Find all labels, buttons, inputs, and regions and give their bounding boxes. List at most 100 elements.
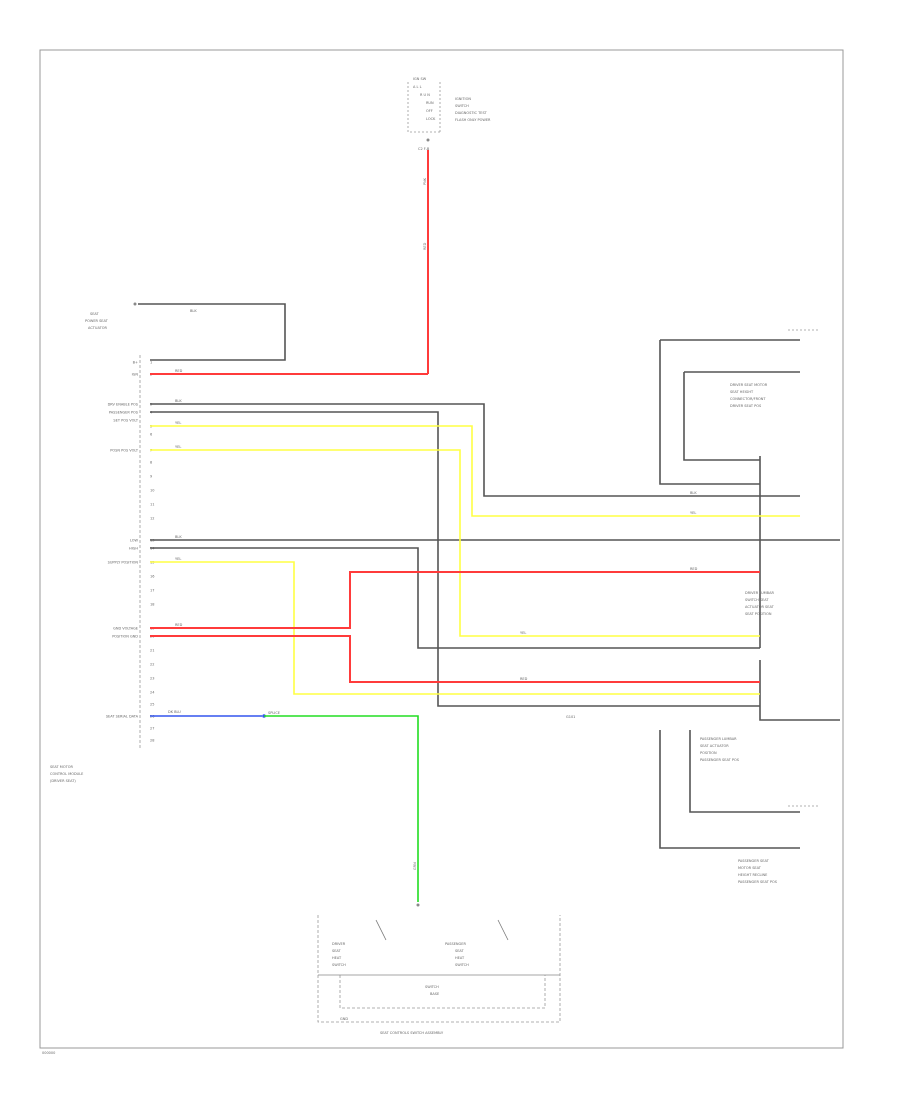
tag-yel-3: YEL xyxy=(175,557,181,561)
module-pin-25: 25 xyxy=(150,703,154,707)
pass-lumbar-2: POSITION xyxy=(700,751,717,755)
fuse-line-0: SEAT xyxy=(90,312,100,316)
drv-recline-1: SEAT HEIGHT xyxy=(730,390,754,394)
bsw-center-1: BASE xyxy=(430,992,439,996)
ign-right-0: IGNITION xyxy=(455,97,471,101)
fuse-line-1: POWER SEAT xyxy=(85,319,109,323)
ign-line-2: R U N xyxy=(420,93,430,97)
drv-lumbar-3: SEAT POSITION xyxy=(745,612,772,616)
wire-green xyxy=(264,715,419,902)
driver-recline-component: DRIVER SEAT MOTOR SEAT HEIGHT CONNECTOR/… xyxy=(730,329,818,408)
splice-tag: SPLICE xyxy=(268,711,280,715)
wire-black-group xyxy=(150,339,840,849)
ign-line-1: A L L xyxy=(413,85,422,89)
module-title-0: SEAT MOTOR xyxy=(50,765,73,769)
module-pin-23: 23 xyxy=(150,677,154,681)
module-label-9: GND VOLTAGE xyxy=(113,627,138,631)
pass-lumbar-1: SEAT ACTUATOR xyxy=(700,744,729,748)
module-title-1: CONTROL MODULE xyxy=(50,772,83,776)
module-pin-8: 8 xyxy=(150,461,152,465)
module-pin-17: 17 xyxy=(150,589,154,593)
bsw-left-2: HEAT xyxy=(332,956,342,960)
module-pin-21: 21 xyxy=(150,649,154,653)
diagram-frame xyxy=(39,49,844,1049)
pass-recline-1: MOTOR SEAT xyxy=(738,866,762,870)
bsw-center-0: SWITCH xyxy=(425,985,439,989)
bsw-right-2: HEAT xyxy=(455,956,465,960)
module-label-0: B+ xyxy=(133,361,138,365)
bsw-ground: GND xyxy=(340,1017,348,1021)
fuse-line-2: ACTUATOR xyxy=(88,326,107,330)
ign-right-1: SWITCH xyxy=(455,104,469,108)
tag-gnd: G101 xyxy=(566,715,575,719)
drv-recline-2: CONNECTOR/FRONT xyxy=(730,397,766,401)
module-label-3: PASSENGER POS xyxy=(109,411,139,415)
module-label-10: POSITION GND xyxy=(112,635,138,639)
tag-blk-1: BLK xyxy=(175,399,182,403)
bsw-left-0: DRIVER xyxy=(332,942,346,946)
pass-lumbar-0: PASSENGER LUMBAR xyxy=(700,737,737,741)
tag-blk-3: BLK xyxy=(690,491,697,495)
module-pin-16: 16 xyxy=(150,575,154,579)
green-tag: GRN xyxy=(413,862,417,870)
seat-switch-assembly: DRIVER SEAT HEAT SWITCH PASSENGER SEAT H… xyxy=(317,903,561,1035)
module-pin-6: 6 xyxy=(150,433,152,437)
passenger-recline-component: PASSENGER SEAT MOTOR SEAT HEIGHT RECLINE… xyxy=(738,805,818,884)
ign-right-2: DIAGNOSTIC TEST xyxy=(455,111,488,115)
module-pin-27: 27 xyxy=(150,727,154,731)
fuse-wire-tag: BLK xyxy=(190,309,197,313)
seat-module: 1234567891011121314151617181920212223242… xyxy=(50,355,155,783)
tag-yel-1: YEL xyxy=(175,421,181,425)
bsw-left-3: SWITCH xyxy=(332,963,346,967)
module-title-2: (DRIVER SEAT) xyxy=(50,779,76,783)
module-pin-1: 1 xyxy=(150,361,152,365)
module-label-4: SET POS VOLT xyxy=(113,419,138,423)
tag-yel-4: YEL xyxy=(690,511,696,515)
module-label-11: SEAT SERIAL DATA xyxy=(106,715,139,719)
wire-tags: BLK YEL YEL RED BLK YEL RED YEL RED BLK … xyxy=(175,369,698,719)
ign-line-5: LOCK xyxy=(426,117,436,121)
fuse-block: SEAT POWER SEAT ACTUATOR BLK xyxy=(85,302,286,361)
ignition-switch: IGN SW A L L R U N RUN OFF LOCK IGNITION… xyxy=(407,77,491,151)
drv-lumbar-0: DRIVER LUMBAR xyxy=(745,591,774,595)
module-pin-10: 10 xyxy=(150,489,154,493)
bsw-right-1: SEAT xyxy=(455,949,465,953)
module-pin-11: 11 xyxy=(150,503,154,507)
module-pin-12: 12 xyxy=(150,517,154,521)
tag-blk-2: BLK xyxy=(175,535,182,539)
module-pin-22: 22 xyxy=(150,663,154,667)
module-label-8: SUPPLY POSITION xyxy=(108,561,139,565)
module-label-1: IGN xyxy=(132,373,139,377)
blue-tag: DK BLU xyxy=(168,710,181,714)
tag-red-2: RED xyxy=(175,623,183,627)
ign-right-3: FLASH ONLY POWER xyxy=(455,118,491,122)
module-pin-24: 24 xyxy=(150,691,155,695)
driver-lumbar-component: DRIVER LUMBAR SWITCH SEAT ACTUATOR SEAT … xyxy=(745,591,775,616)
ign-line-3: RUN xyxy=(426,101,434,105)
tag-red-4: RED xyxy=(520,677,528,681)
drv-lumbar-1: SWITCH SEAT xyxy=(745,598,769,602)
pass-lumbar-3: PASSENGER SEAT POS xyxy=(700,758,740,762)
pass-recline-2: HEIGHT RECLINE xyxy=(738,873,767,877)
module-label-7: HIGH xyxy=(129,547,138,551)
drv-recline-3: DRIVER SEAT POS xyxy=(730,404,762,408)
wire-red-group xyxy=(150,571,760,683)
module-label-2: DRV ENABLE POS xyxy=(108,403,139,407)
drv-lumbar-2: ACTUATOR SEAT xyxy=(745,605,775,609)
ign-feed-tag: PNK xyxy=(423,177,427,185)
tag-red-3: RED xyxy=(690,567,698,571)
ign-pin: C2 F-B xyxy=(418,147,430,151)
ign-line-0: IGN SW xyxy=(413,77,427,81)
bsw-caption: SEAT CONTROLS SWITCH ASSEMBLY xyxy=(380,1031,444,1035)
module-label-5: POSN POS VOLT xyxy=(110,449,139,453)
ign-feed-tag-red: RED xyxy=(423,242,427,250)
bsw-right-0: PASSENGER xyxy=(445,942,466,946)
tag-red-ign: RED xyxy=(175,369,183,373)
drv-recline-0: DRIVER SEAT MOTOR xyxy=(730,383,768,387)
tag-yel-5: YEL xyxy=(520,631,526,635)
pass-recline-3: PASSENGER SEAT POS xyxy=(738,880,778,884)
footer-id: 000000 xyxy=(42,1051,55,1055)
tag-yel-2: YEL xyxy=(175,445,181,449)
